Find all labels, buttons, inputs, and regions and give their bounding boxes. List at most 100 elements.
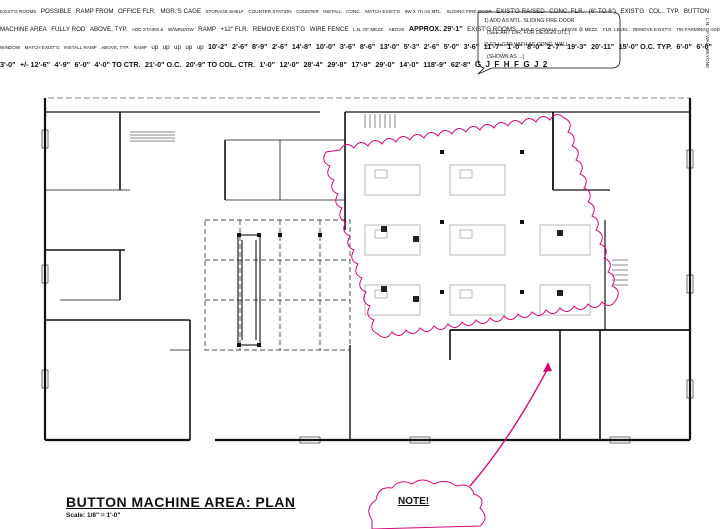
dim-3-6: 3'-6" [339,42,356,51]
mezzanine-outline [204,219,351,351]
label-fully-rod-2: ABOVE, TYP. [89,26,128,33]
label-catwalk-1: BUILD CATWALK [520,27,558,32]
label-raised-1: EXIST'G RAISED [496,8,545,15]
outer-walls [43,97,692,442]
label-button-1: BUTTON [683,8,710,15]
label-counter: COUNTER [296,9,319,14]
label-remove-tin-1: REMOVE EXIST'G [632,27,672,32]
label-add-window-1: ADD WINDOW [0,27,720,50]
label-install-1: INSTALL [323,9,342,14]
label-up-1: up [151,44,159,51]
dim-8-0: 8'-0" [527,42,543,51]
drawing-scale: Scale: 1/8" = 1'-0" [66,512,121,519]
label-sliding-door-1: 8W X 7H AS MTL. [404,9,442,14]
dim-3-0: 3'-0" [0,60,16,69]
label-up-5: up [196,44,204,51]
dim-14-0: 14'-0" [399,60,419,69]
note-bubble [368,479,486,529]
label-ln-mezz-2: ABOVE [388,27,405,32]
dim-8-9: 8'-9" [251,42,268,51]
dim-20-9-col: 20'-9" TO COL. CTR. [185,60,256,69]
label-fully-rod-1: FULLY ROD [51,26,86,33]
dim-5-3: 5'-3" [403,42,420,51]
label-up-4: up [185,44,193,51]
dim-2-6c: 2'-6" [423,42,440,51]
dim-29-0: 29'-0" [375,60,395,69]
revision-triangle: 2 [542,60,548,69]
label-catwalk-2: ABOVE @ MEZZ. [561,27,599,32]
label-up-3: up [174,44,181,51]
label-existg-col-1: EXIST'G [620,8,645,15]
label-possible-ramp-3: OFFICE FLR. [118,8,156,15]
dim-6-0b: 6'-0" [696,42,712,51]
top-note-line-3: 2) FILL GAP WITH AS CONC. WALL [484,42,569,48]
label-remove-tin-2: TIN FARMING [676,27,706,32]
right-edge-note: L.N. OF WALL BEYOND [705,18,710,69]
dim-2-6b: 2'-6" [271,42,288,51]
dim-21-0-oc: 21'-0" O.C. [145,60,182,69]
label-match-existg: MATCH EXIST'G [365,9,401,14]
label-button-2: MACHINE AREA [0,26,47,33]
label-sliding-door-2: SLIDING FIRE DOOR [446,9,492,14]
drawing-title: BUTTON MACHINE AREA: PLAN [66,494,296,510]
dim-approx: APPROX. 29'-1" [408,24,463,33]
dim-4-0-ctr: 4'-0" TO CTR. [94,60,141,69]
columns [237,150,524,347]
dim-29-8: 29'-8" [327,60,347,69]
top-note-box: 1) ADD AS MTL. SLIDING FIRE DOOR (SEE AR… [477,11,621,75]
dim-20-11: 20'-11" [591,42,615,51]
dim-1-0b: 1'-0" [259,60,276,69]
machine-dark-marks [381,226,563,302]
dim-17-9: 17'-9" [351,60,371,69]
label-exist-rooms-bottom: EXIST'G ROOMS [467,26,517,33]
label-possible-ramp-2: RAMP FROM [75,8,114,15]
machines [364,164,591,316]
dim-13-0: 13'-0" [379,42,400,51]
label-add-window-2: MATCH EXIST'G [24,45,60,50]
catwalk [237,234,261,346]
label-flr-12: +12" FLR. [220,26,249,33]
label-storage-2: COUNTER STATION [248,9,292,14]
top-note-line-4: (SHOWN AS ...) [487,54,524,60]
dim-3-6b: 3'-6" [463,42,480,51]
label-install-2: CONC. [346,9,361,14]
label-raised-2: CONC. FLR. [549,8,585,15]
note-header: NOTE! [398,496,430,507]
label-remove-fence-2: WIRE FENCE [309,26,349,33]
dim-14-8: 14'-8" [291,42,312,51]
dim-118-9: 118'-9" [423,60,447,69]
label-ramp: RAMP [198,26,217,33]
dim-10-2: 10'-2" [208,42,228,51]
dim-28-4: 28'-4" [303,60,323,69]
top-note-line-2: (SEE ART DIR. FOR DESIGN DTL.) [487,30,571,36]
grid-tag-f-left: F [494,60,500,69]
grid-tag-g-top: G [474,60,482,69]
label-possible-ramp-1: POSSIBLE [40,8,72,15]
label-install-ramp-1: INSTALL RAMP [64,45,97,50]
dim-5-0: 5'-0" [443,42,460,51]
dim-2-6a: 2'-6" [232,42,248,51]
label-up-2: up [162,44,170,51]
revision-cloud [323,114,619,338]
label-existg-col-2: COL., TYP. [648,8,680,15]
dim-62-8: 62'-8" [450,60,471,69]
dim-15-0-oc: 15'-0" O.C. TYP. [618,42,672,51]
label-ln-mezz-1: L.N. OF MEZZ. [352,27,385,32]
dim-6-0a: 6'-0" [676,42,692,51]
label-raised-3: (6" TO 8") [588,8,616,15]
label-add-stairs-1: ADD STAIRS & [131,27,164,32]
dim-2-7: 2'-7" [547,42,563,51]
label-remove-fence-1: REMOVE EXIST'G [252,26,306,33]
label-storage-1: STORAGE SHELF [205,9,244,14]
grid-tag-g-bottom: G [523,60,530,69]
grid-tag-j-bottom: J [534,60,539,69]
top-note-line-1: 1) ADD AS MTL. SLIDING FIRE DOOR [484,18,575,24]
stairs [130,114,628,286]
dim-12-0: 12'-0" [279,60,299,69]
dim-19-3: 19'-3" [567,42,587,51]
label-ramp-small: RAMP [133,45,147,50]
label-exist-rooms-top: EXIST'G ROOMS [0,9,37,14]
dim-11-7: 11'-7" [483,42,503,51]
leader-arrow [469,362,552,487]
